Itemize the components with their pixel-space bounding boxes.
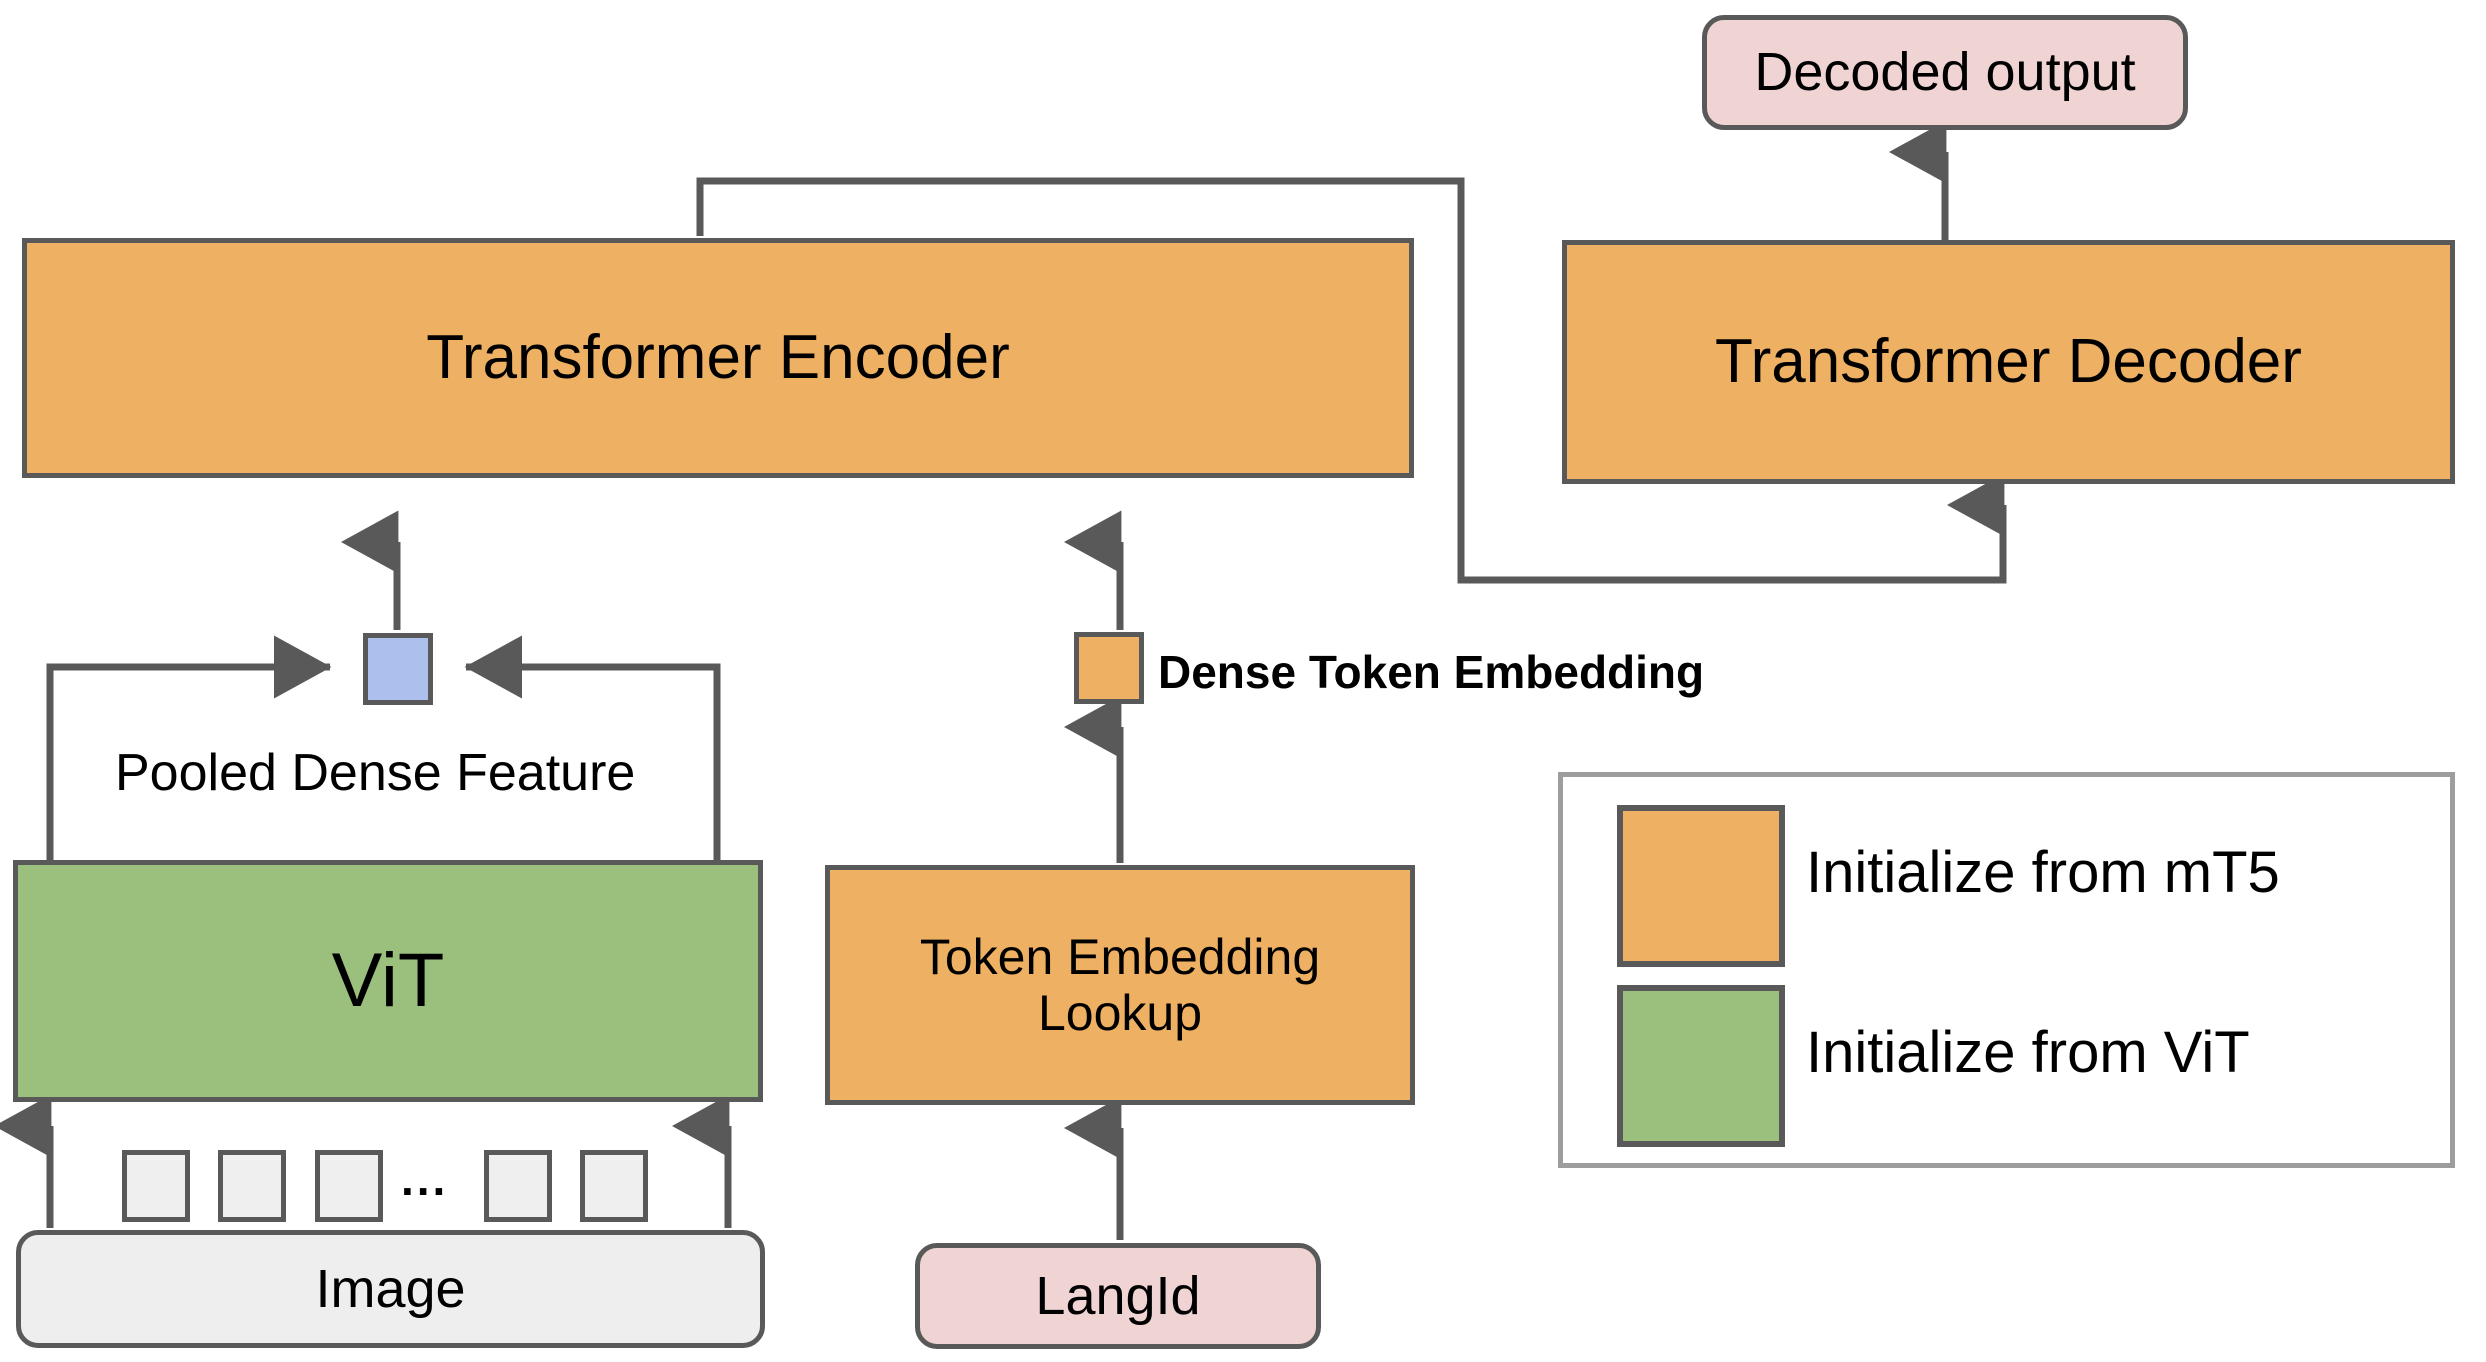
legend-panel: Initialize from mT5 Initialize from ViT — [1558, 772, 2455, 1168]
image-input-block[interactable]: Image — [16, 1230, 765, 1348]
image-patch-4 — [484, 1150, 552, 1222]
image-patch-5 — [580, 1150, 648, 1222]
transformer-decoder-block[interactable]: Transformer Decoder — [1562, 240, 2455, 484]
pooled-dense-feature-square[interactable] — [363, 633, 433, 705]
token-embedding-lookup-line-2: Lookup — [1037, 985, 1203, 1041]
langid-input-block[interactable]: LangId — [915, 1243, 1321, 1349]
transformer-encoder-block[interactable]: Transformer Encoder — [22, 238, 1414, 478]
token-embedding-lookup-block[interactable]: Token Embedding Lookup — [825, 865, 1415, 1105]
vit-block[interactable]: ViT — [13, 860, 763, 1102]
image-patch-1 — [122, 1150, 190, 1222]
pooled-dense-feature-label: Pooled Dense Feature — [115, 744, 636, 802]
legend-orange-swatch — [1617, 805, 1785, 967]
dense-token-embedding-square[interactable] — [1074, 632, 1144, 704]
legend-label-mt5: Initialize from mT5 — [1806, 840, 2280, 905]
token-embedding-lookup-line-1: Token Embedding — [919, 929, 1321, 985]
image-patch-3 — [315, 1150, 383, 1222]
image-patch-ellipsis: ... — [401, 1153, 449, 1205]
dense-token-embedding-label: Dense Token Embedding — [1158, 646, 1705, 698]
legend-label-vit: Initialize from ViT — [1806, 1020, 2250, 1085]
decoded-output-block[interactable]: Decoded output — [1702, 15, 2188, 130]
legend-green-swatch — [1617, 985, 1785, 1147]
image-patch-2 — [218, 1150, 286, 1222]
